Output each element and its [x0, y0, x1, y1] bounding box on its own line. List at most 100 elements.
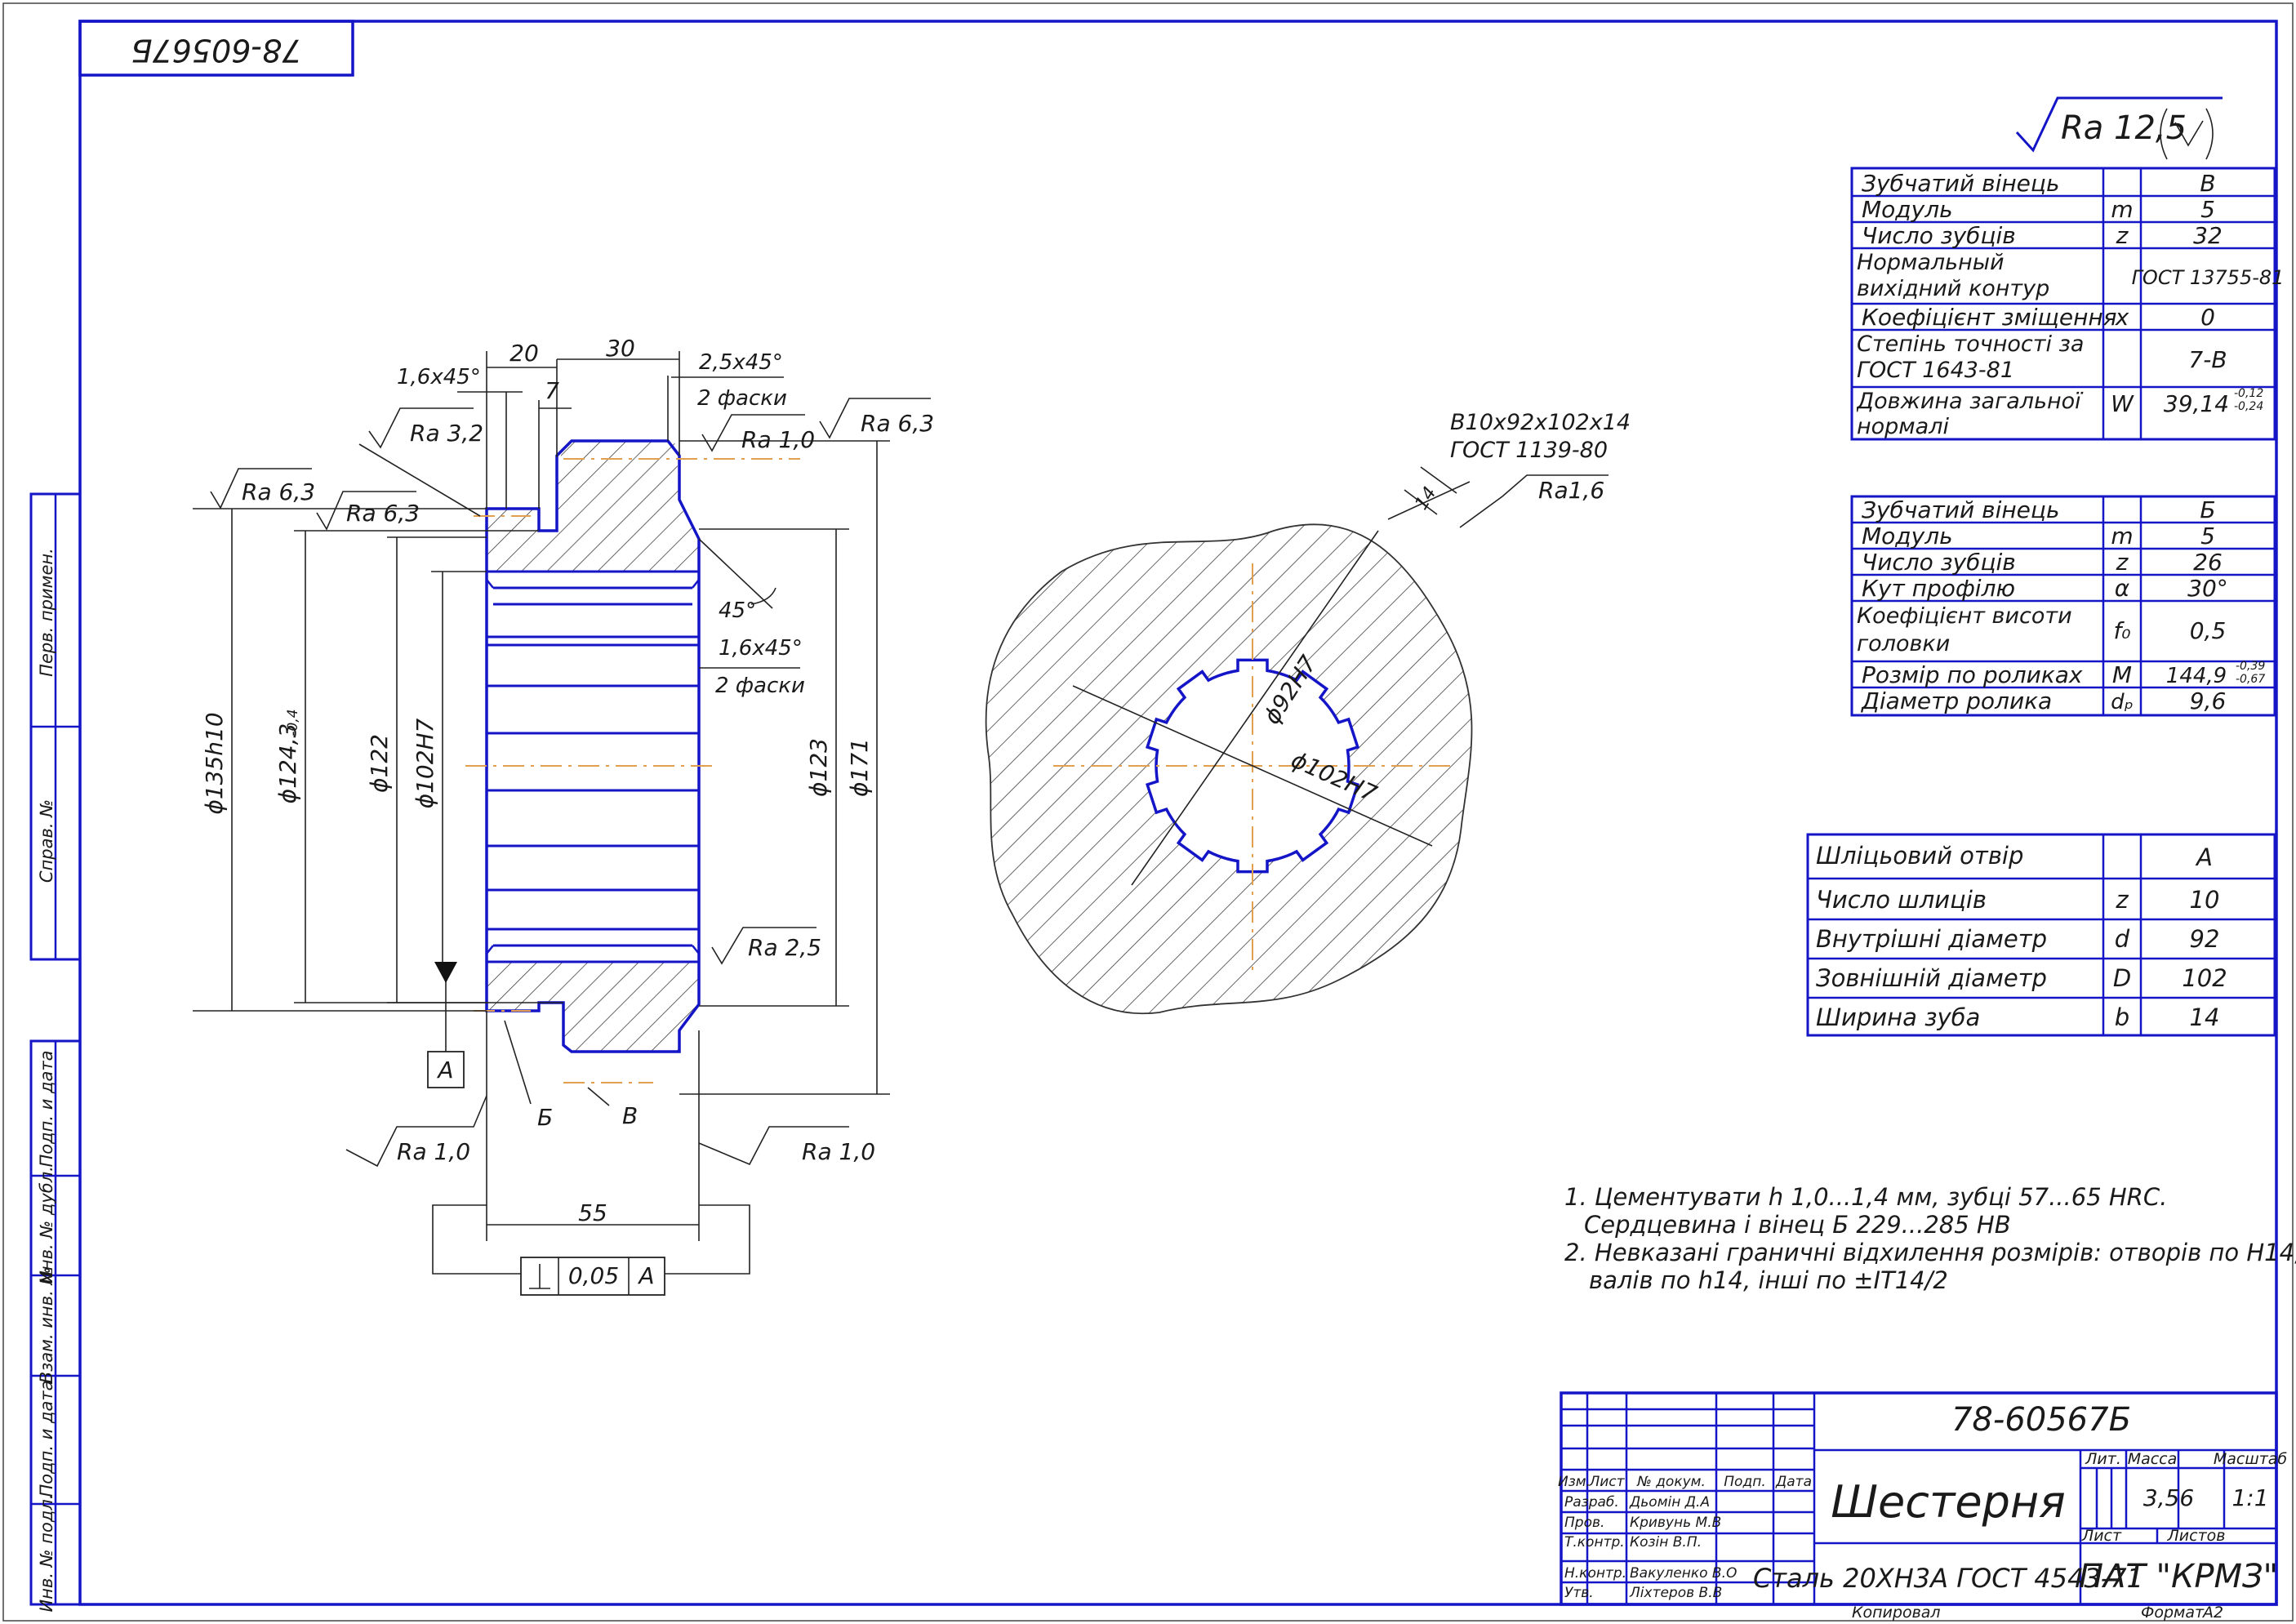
chamfer-2: 2,5x45°: [699, 350, 783, 375]
table-cell-tol: -0,12: [2234, 387, 2263, 400]
roughness-ra63-right: Ra 6,3: [819, 398, 934, 439]
general-roughness: Ra 12,5: [2061, 109, 2187, 147]
col-header: № докум.: [1636, 1474, 1706, 1490]
table-cell: Зубчатий вінець: [1862, 170, 2059, 197]
table-cell: Ширина зуба: [1816, 1003, 1980, 1031]
role-label: Н.контр.: [1564, 1565, 1626, 1582]
table-cell-tol: -0,39: [2236, 660, 2265, 673]
lit-label: Лит.: [2085, 1450, 2121, 1468]
table-cell: dₚ: [2111, 690, 2134, 714]
table-gear-v: Зубчатий вінець В Модуль m 5 Число зубці…: [1850, 167, 2284, 441]
col-header: Подп.: [1724, 1474, 1765, 1490]
table-cell-wrap: Довжина загальної нормалі: [1857, 389, 2081, 439]
table-cell: Б: [2200, 496, 2215, 523]
table-cell: z: [2116, 549, 2129, 576]
person-name: Ліхтеров В.В: [1629, 1585, 1722, 1601]
spline-roughness: Ra1,6: [1538, 477, 1604, 504]
sheet-label: Лист: [2081, 1527, 2122, 1545]
table-cell-wrap: Степінь точності за ГОСТ 1643-81: [1857, 331, 2085, 383]
chamfer-3: 1,6x45°: [719, 636, 803, 661]
table-cell: Число шлиців: [1816, 886, 1987, 914]
role-label: Пров.: [1564, 1515, 1604, 1531]
table-cell: 14: [2190, 1003, 2220, 1031]
drawing-number-rotated: 78-60567Б: [131, 33, 301, 69]
ra-label: Ra 2,5: [748, 934, 821, 961]
dim-w30: 30: [606, 335, 635, 362]
left-side-strip: Перв. примен. Справ. № Подп. и дата Инв.…: [29, 492, 82, 1613]
role-label: Т.контр.: [1564, 1534, 1625, 1551]
table-cell: В: [2200, 170, 2215, 197]
roughness-ra25: Ra 2,5: [711, 927, 821, 965]
table-cell: Степінь точності за ГОСТ 1643-81: [1857, 331, 2085, 383]
table-cell: f₀: [2113, 617, 2130, 644]
copied-label: Копировал: [1852, 1604, 1941, 1622]
table-cell-wrap: Нормальный вихідний контур: [1857, 250, 2049, 301]
table-cell: b: [2115, 1003, 2129, 1031]
strip-label: Подп. и дата: [37, 1380, 56, 1497]
table-gear-b: Зубчатий вінець Б Модуль m 5 Число зубці…: [1850, 495, 2276, 717]
table-cell: Довжина загальної нормалі: [1857, 389, 2081, 439]
table-cell-wrap: Коефіцієнт висоти головки: [1857, 603, 2072, 656]
note-line: 2. Невказані граничні відхилення розмірі…: [1564, 1239, 2296, 1266]
table-cell: Шліцьовий отвір: [1816, 842, 2023, 870]
dim-d124: ϕ124,3: [274, 723, 301, 804]
role-label: Утв.: [1564, 1585, 1594, 1601]
dim-w20: 20: [509, 340, 539, 367]
gear-parameter-tables: Зубчатий вінець В Модуль m 5 Число зубці…: [1806, 167, 2284, 1037]
roughness-ra10-br: Ra 1,0: [698, 1126, 875, 1166]
sheets-label: Листов: [2167, 1527, 2226, 1545]
table-cell: 0: [2200, 304, 2215, 331]
roughness-ra10-bl: Ra 1,0: [345, 1095, 487, 1168]
note-line: валів по h14, інші по ±IT14/2: [1589, 1266, 1948, 1294]
person-name: Кривунь М.В: [1630, 1515, 1721, 1531]
table-cell: 5: [2200, 523, 2215, 549]
dim-d122: ϕ122: [366, 734, 393, 793]
person-name: Козін В.П.: [1630, 1534, 1702, 1551]
table-cell: 102: [2182, 964, 2227, 992]
dim-d124-tol: -0,4: [285, 709, 301, 736]
table-cell: Модуль: [1862, 523, 1953, 549]
dim-d135: ϕ135h10: [201, 712, 228, 814]
table-cell: Коефіцієнт зміщення: [1862, 304, 2117, 331]
table-cell: z: [2115, 886, 2129, 914]
table-spline-a: Шліцьовий отвір А Число шлиців z 10 Внут…: [1806, 833, 2276, 1037]
spline-callout-1: B10x92x102x14: [1450, 410, 1631, 435]
table-cell: Коефіцієнт висоти головки: [1857, 603, 2072, 656]
note-line: Сердцевина і вінец Б 229...285 HB: [1584, 1211, 2011, 1239]
table-cell: D: [2113, 964, 2131, 992]
table-cell: Зубчатий вінець: [1862, 496, 2059, 523]
table-cell: 0,5: [2190, 617, 2227, 644]
col-header: Изм.: [1558, 1474, 1591, 1490]
dim-d123: ϕ123: [805, 738, 832, 797]
strip-label: Справ. №: [37, 799, 56, 883]
person-name: Дьомін Д.А: [1629, 1494, 1710, 1511]
table-cell: 92: [2190, 925, 2220, 953]
table-cell: Внутрішні діаметр: [1816, 925, 2047, 953]
strip-label: Взам. инв. №: [37, 1267, 56, 1384]
rim-b-label: Б: [537, 1104, 553, 1131]
table-cell-tol: -0,67: [2236, 673, 2265, 686]
title-company: ПАТ "КРМЗ": [2079, 1558, 2278, 1595]
table-cell: M: [2112, 661, 2132, 688]
strip-label: Инв. № подл.: [37, 1494, 56, 1613]
table-cell: 144,9: [2166, 664, 2227, 688]
table-cell-tol: -0,24: [2234, 400, 2263, 413]
table-cell: 26: [2193, 549, 2223, 576]
table-cell: 9,6: [2190, 687, 2227, 714]
table-cell: m: [2111, 196, 2133, 223]
ra-label: Ra 6,3: [242, 478, 315, 505]
dim-w7: 7: [545, 377, 559, 404]
mass-value: 3,56: [2143, 1484, 2194, 1511]
datum-label: А: [436, 1057, 453, 1083]
table-cell: Діаметр ролика: [1860, 687, 2052, 714]
mass-label: Масса: [2128, 1450, 2178, 1468]
table-cell: x: [2115, 304, 2129, 331]
table-cell: 30°: [2187, 575, 2228, 602]
ra-label: Ra 6,3: [346, 500, 420, 527]
col-header: Дата: [1775, 1474, 1812, 1490]
strip-label: Инв. № дубл.: [37, 1166, 56, 1284]
table-cell: Число зубців: [1862, 222, 2016, 249]
title-part-name: Шестерня: [1831, 1476, 2065, 1528]
person-name: Вакуленко В.О: [1630, 1565, 1737, 1582]
format-label: Формат: [2141, 1604, 2205, 1622]
